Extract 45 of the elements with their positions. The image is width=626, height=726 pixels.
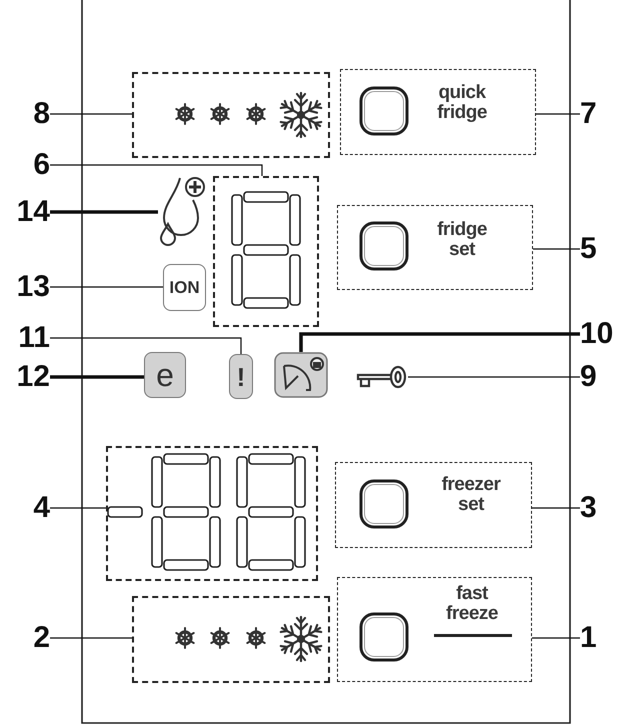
key-icon xyxy=(356,364,408,390)
leader-line xyxy=(50,637,132,639)
leader-line xyxy=(50,375,144,379)
leader-line xyxy=(532,637,580,639)
indicator-group-frame xyxy=(132,72,330,158)
button-group-frame xyxy=(335,462,532,548)
callout-number: 7 xyxy=(580,99,597,129)
leader-line xyxy=(50,337,242,354)
callout-number: 6 xyxy=(33,150,50,180)
callout-number: 8 xyxy=(33,99,50,129)
callout-number: 4 xyxy=(33,493,50,523)
callout-number: 11 xyxy=(18,323,50,353)
callout-number: 10 xyxy=(580,319,614,349)
leader-line xyxy=(50,507,106,509)
button-group-frame xyxy=(340,69,536,155)
gauge-icon xyxy=(274,352,328,398)
leader-line xyxy=(408,376,580,378)
display-frame xyxy=(213,176,319,327)
callout-number: 14 xyxy=(16,197,50,227)
eco-indicator: e xyxy=(144,352,186,398)
button-label: fast freeze xyxy=(445,584,499,624)
button-label: freezer set xyxy=(440,475,502,515)
display-frame xyxy=(106,446,318,581)
leader-line xyxy=(299,332,580,352)
alert-indicator: ! xyxy=(229,354,253,399)
callout-number: 9 xyxy=(580,362,597,392)
leader-line xyxy=(533,248,580,250)
leader-line xyxy=(50,286,163,288)
leader-line xyxy=(50,210,158,214)
callout-number: 12 xyxy=(16,362,50,392)
button-group-frame xyxy=(337,205,533,290)
leader-line xyxy=(536,113,580,115)
callout-number: 3 xyxy=(580,493,597,523)
leader-line xyxy=(50,113,132,115)
callout-number: 5 xyxy=(580,234,597,264)
button-label: quick fridge xyxy=(436,83,488,123)
leader-line xyxy=(532,507,580,509)
ion-indicator: ION xyxy=(163,264,206,311)
leader-line xyxy=(50,164,263,176)
indicator-group-frame xyxy=(132,596,330,683)
callout-number: 2 xyxy=(33,623,50,653)
button-label: fridge set xyxy=(436,220,488,260)
callout-number: 1 xyxy=(580,623,597,653)
callout-number: 13 xyxy=(16,272,50,302)
button-group-frame xyxy=(337,577,532,682)
